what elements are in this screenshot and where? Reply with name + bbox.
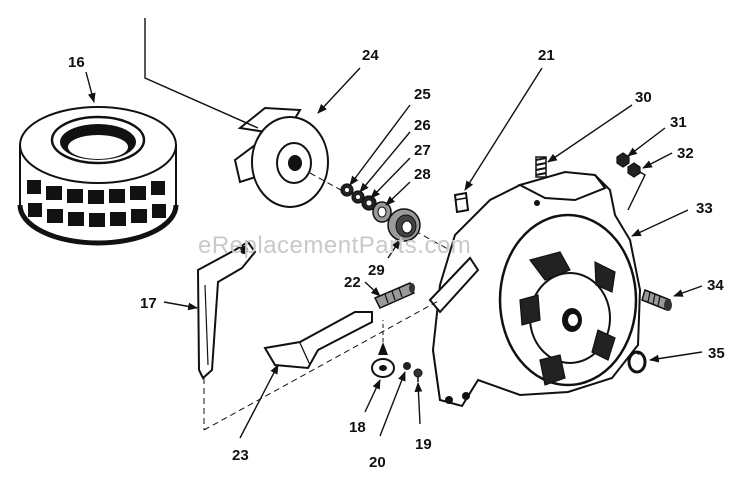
part-27-washer bbox=[361, 195, 377, 211]
callout-22: 22 bbox=[344, 274, 361, 291]
callout-29: 29 bbox=[368, 262, 385, 279]
callout-35: 35 bbox=[708, 345, 725, 362]
callout-20: 20 bbox=[369, 454, 386, 471]
part-24-impeller bbox=[233, 106, 329, 208]
callout-18: 18 bbox=[349, 419, 366, 436]
part-35-oring bbox=[627, 350, 647, 374]
callout-30: 30 bbox=[635, 89, 652, 106]
part-31-nut bbox=[616, 152, 630, 168]
part-19-screw bbox=[413, 368, 423, 382]
callout-32: 32 bbox=[677, 145, 694, 162]
part-23-pedal bbox=[263, 311, 373, 370]
part-30-spring bbox=[535, 156, 547, 178]
callout-26: 26 bbox=[414, 117, 431, 134]
callout-25: 25 bbox=[414, 86, 431, 103]
part-29-bearing bbox=[387, 208, 421, 242]
callout-28: 28 bbox=[414, 166, 431, 183]
part-32-nut bbox=[627, 162, 641, 178]
part-34-stud bbox=[641, 288, 672, 312]
callout-19: 19 bbox=[415, 436, 432, 453]
part-17-lever bbox=[196, 240, 257, 380]
callout-27: 27 bbox=[414, 142, 431, 159]
callout-23: 23 bbox=[232, 447, 249, 464]
callout-17: 17 bbox=[140, 295, 157, 312]
part-16-air-filter bbox=[17, 106, 179, 246]
callout-34: 34 bbox=[707, 277, 724, 294]
part-25-washer bbox=[340, 183, 354, 197]
part-21-pin bbox=[453, 191, 470, 214]
callout-21: 21 bbox=[538, 47, 555, 64]
part-18-washer bbox=[371, 342, 395, 378]
callout-31: 31 bbox=[670, 114, 687, 131]
watermark: eReplacementParts.com bbox=[198, 232, 471, 259]
callout-24: 24 bbox=[362, 47, 379, 64]
part-33-housing bbox=[428, 170, 642, 408]
leader-lines bbox=[85, 18, 703, 439]
callout-16: 16 bbox=[68, 54, 85, 71]
part-20-spacer bbox=[403, 362, 411, 370]
callout-33: 33 bbox=[696, 200, 713, 217]
part-26-washer bbox=[351, 190, 365, 204]
part-28-seal bbox=[372, 201, 392, 223]
part-22-shaft bbox=[373, 282, 415, 309]
